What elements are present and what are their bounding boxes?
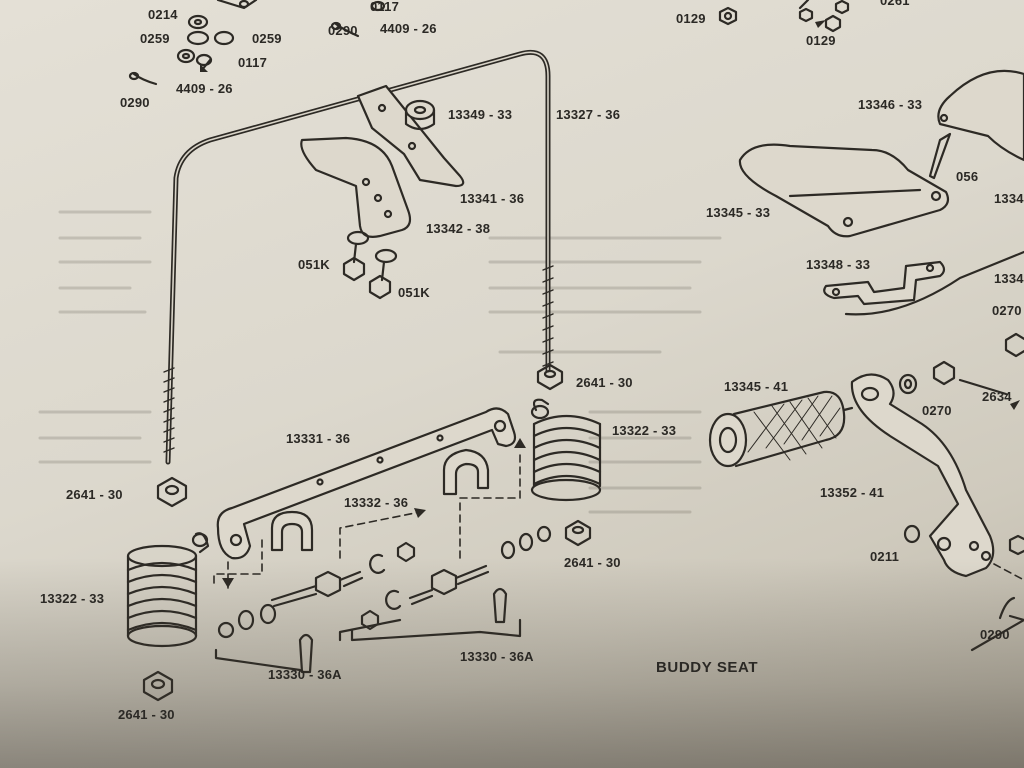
- part-label: 13330 - 36A: [460, 649, 534, 664]
- part-label: 051K: [298, 257, 330, 272]
- footrest-arm: [850, 373, 995, 578]
- part-label: 13352 - 41: [820, 485, 885, 500]
- right-assembly-outline: [844, 250, 1024, 316]
- part-label: 0117: [370, 0, 400, 14]
- part-label: 0290: [120, 95, 150, 110]
- top-right-nuts: [718, 0, 850, 33]
- part-label: 2634: [982, 389, 1012, 404]
- part-label: 13330 - 36A: [268, 667, 342, 682]
- clamp-strap: [300, 136, 412, 238]
- part-label: 2641 - 30: [564, 555, 621, 570]
- seat-pan: [738, 143, 950, 238]
- pivot-stud-set-left: [214, 541, 416, 674]
- section-caption: BUDDY SEAT: [656, 659, 759, 676]
- backrest-pad: [928, 69, 1024, 180]
- part-label: 13342 - 38: [426, 221, 491, 236]
- backrest-clamp-bracket: [356, 84, 465, 188]
- part-label: 13332 - 36: [344, 495, 409, 510]
- spring-support-bar: [216, 407, 517, 560]
- part-label: 0270: [992, 303, 1022, 318]
- part-label: 13346 - 33: [858, 97, 923, 112]
- clips-13332: [270, 448, 490, 552]
- part-label: 0129: [806, 33, 836, 48]
- pivot-stud-set-right: [350, 525, 552, 642]
- seat-bracket-13348: [823, 260, 946, 306]
- spring-left: [126, 532, 210, 648]
- part-label: 0259: [252, 31, 282, 46]
- nuts-2641-30: [142, 363, 592, 702]
- part-label: 0211: [870, 549, 900, 564]
- part-label: 13341 - 36: [460, 191, 525, 206]
- part-label: 2641 - 30: [66, 487, 123, 502]
- part-label: 13349 - 33: [448, 107, 513, 122]
- part-label: 4409 - 26: [380, 21, 437, 36]
- part-label: 13345 - 33: [706, 205, 771, 220]
- bolts-051k: [342, 230, 398, 300]
- part-label: 1334: [994, 271, 1024, 286]
- part-label: 0261: [880, 0, 910, 8]
- footrest-rubber: [708, 390, 854, 468]
- part-label: 13348 - 33: [806, 257, 871, 272]
- part-label: 0117: [238, 55, 268, 70]
- part-label: 2641 - 30: [118, 707, 175, 722]
- part-label: 0290: [328, 23, 358, 38]
- part-label: 056: [956, 169, 979, 184]
- part-label: 0214: [148, 7, 178, 22]
- part-label: 13327 - 36: [556, 107, 621, 122]
- part-label: 1334: [994, 191, 1024, 206]
- part-label: 2641 - 30: [576, 375, 633, 390]
- part-label: 0270: [922, 403, 952, 418]
- part-label: 4409 - 26: [176, 81, 233, 96]
- spring-right: [530, 398, 602, 502]
- part-label: 051K: [398, 285, 430, 300]
- part-label: 0290: [980, 627, 1010, 642]
- part-label: 0129: [676, 11, 706, 26]
- part-label: 13322 - 33: [40, 591, 105, 606]
- right-fasteners: [898, 332, 1024, 622]
- part-label: 13345 - 41: [724, 379, 789, 394]
- part-label: 13331 - 36: [286, 431, 351, 446]
- top-left-hardware-group: [128, 0, 386, 86]
- part-label: 13322 - 33: [612, 423, 677, 438]
- part-label: 0259: [140, 31, 170, 46]
